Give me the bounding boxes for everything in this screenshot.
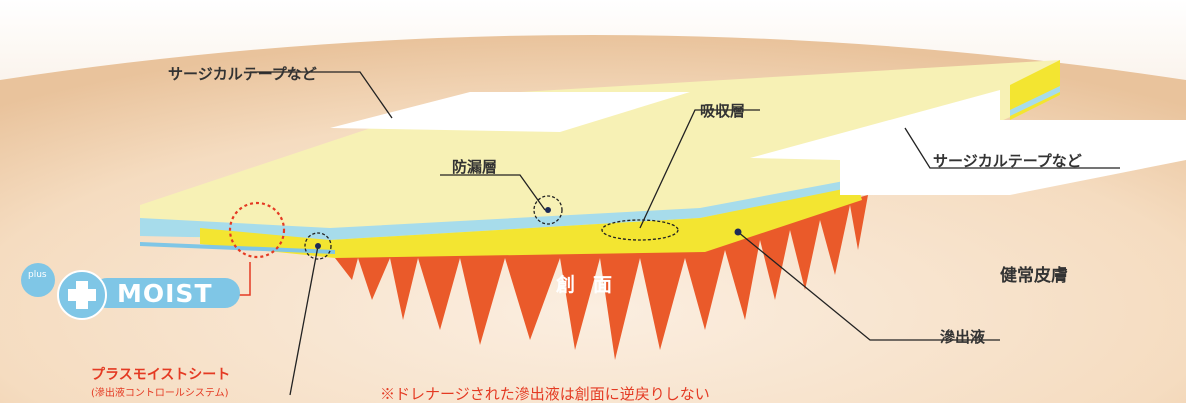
exudate-marker-dot (734, 228, 742, 236)
label-surgical-tape-right: サージカルテープなど (933, 152, 1082, 170)
label-healthy-skin: 健常皮膚 (1000, 266, 1068, 286)
product-subtitle: (滲出液コントロールシステム) (91, 388, 229, 399)
leader-line-logo (235, 262, 251, 296)
footnote: ※ドレナージされた滲出液は創面に逆戻りしない (380, 385, 710, 403)
logo-text-pill (92, 278, 240, 308)
leakproof-marker-ring (533, 195, 563, 225)
logo-name: MOIST (117, 279, 213, 308)
leakproof-marker-dot (545, 207, 551, 213)
leader-line-leakproof (440, 174, 546, 211)
leader-line-tape-right (904, 127, 1120, 169)
product-name: プラスモイストシート (91, 367, 231, 383)
leader-line-tape-left (250, 71, 393, 119)
leader-line-product (289, 245, 319, 396)
logo-prefix: plus (28, 270, 47, 280)
product-marker-dot (315, 243, 321, 249)
leader-line-absorbent (639, 109, 760, 229)
product-marker-ring (304, 232, 332, 260)
plus-icon (68, 281, 96, 309)
label-exudate: 滲出液 (940, 328, 986, 346)
label-absorbent-layer: 吸収層 (700, 102, 746, 120)
edge-highlight-ring (228, 201, 286, 259)
label-leakproof-layer: 防漏層 (452, 158, 498, 176)
logo-plus-circle (21, 263, 55, 297)
leader-line-exudate (737, 231, 1000, 341)
absorbent-marker-ring (601, 219, 679, 241)
absorbent-layer-band (200, 186, 862, 258)
surgical-tape-right-shape (750, 90, 1186, 195)
dressing-top-face (140, 60, 1060, 252)
dressing-right-edge-blue (1010, 86, 1060, 116)
contact-layer-band (140, 242, 335, 254)
label-surgical-tape-left: サージカルテープなど (168, 65, 317, 83)
surgical-tape-left-shape (330, 92, 690, 132)
label-wound-surface: 創面 (556, 274, 631, 296)
